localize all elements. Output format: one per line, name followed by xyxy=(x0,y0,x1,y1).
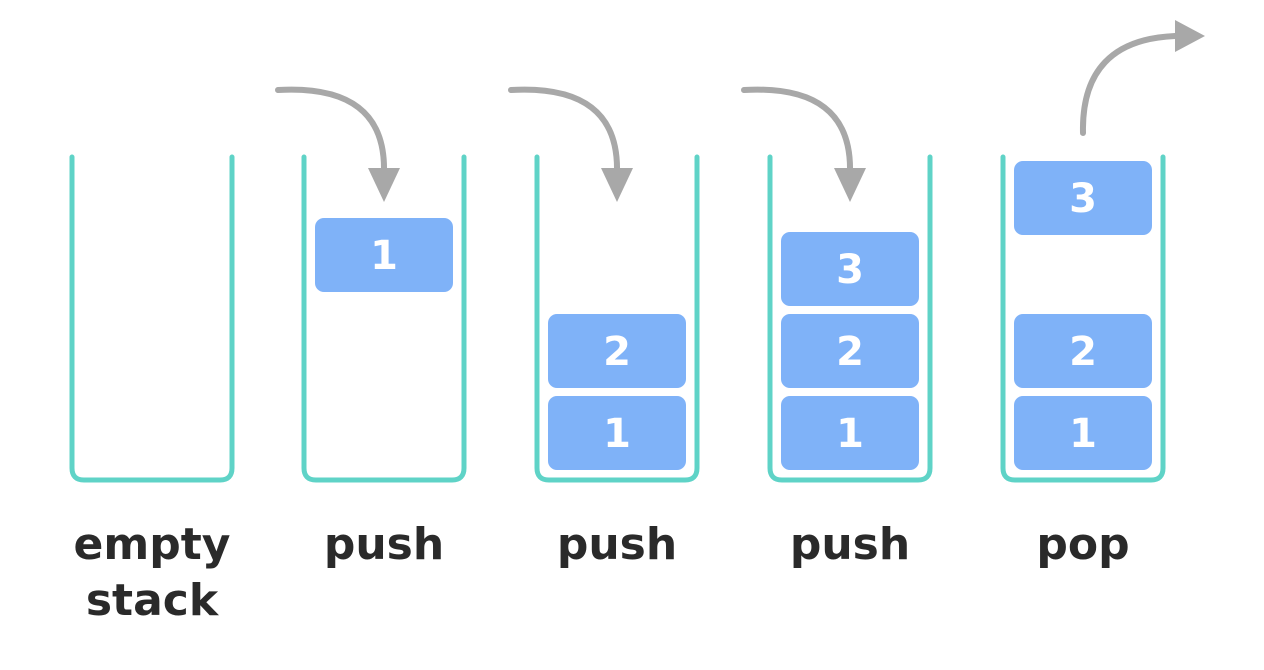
stack-block-box xyxy=(781,314,919,388)
stack-block: 2 xyxy=(781,314,919,388)
stack-block-value: 1 xyxy=(370,233,398,279)
stack-stage: 3 2 1 pop xyxy=(1000,20,1205,570)
operation-label: push xyxy=(324,519,444,570)
stack-block-box xyxy=(548,396,686,470)
stack-container xyxy=(69,154,235,483)
stack-block-box xyxy=(315,218,453,292)
push-arrow xyxy=(741,86,854,175)
pop-arrowhead-icon xyxy=(1175,20,1205,52)
stack-block: 1 xyxy=(1014,396,1152,470)
stack-stage: 1 push xyxy=(275,86,467,570)
stack-block: 3 xyxy=(1014,161,1152,235)
stack-stage: 3 2 1 push xyxy=(741,86,933,570)
stack-block-value: 2 xyxy=(1069,329,1097,375)
push-arrowhead-icon xyxy=(834,168,866,202)
stack-block-box xyxy=(781,396,919,470)
stack-block-box xyxy=(781,232,919,306)
push-arrow xyxy=(275,86,388,175)
stack-block: 2 xyxy=(1014,314,1152,388)
stack-block: 1 xyxy=(315,218,453,292)
stack-container xyxy=(1000,154,1166,483)
stack-block-box xyxy=(1014,396,1152,470)
push-arrowhead-icon xyxy=(601,168,633,202)
operation-label: push xyxy=(557,519,677,570)
stack-block-value: 3 xyxy=(1069,176,1097,222)
stack-container xyxy=(534,154,700,483)
stack-block: 1 xyxy=(781,396,919,470)
stack-block: 2 xyxy=(548,314,686,388)
stack-block-box xyxy=(1014,161,1152,235)
pop-arrow xyxy=(1079,33,1178,136)
operation-label: stack xyxy=(86,575,220,626)
stack-block: 1 xyxy=(548,396,686,470)
stack-block-value: 2 xyxy=(836,329,864,375)
stack-block-value: 3 xyxy=(836,247,864,293)
stack-container xyxy=(767,154,933,483)
operation-label: push xyxy=(790,519,910,570)
stack-block: 3 xyxy=(781,232,919,306)
push-arrow xyxy=(508,86,621,175)
stack-block-value: 1 xyxy=(836,411,864,457)
stack-container xyxy=(301,154,467,483)
stack-block-box xyxy=(1014,314,1152,388)
stack-block-box xyxy=(548,314,686,388)
stack-block-value: 1 xyxy=(603,411,631,457)
stack-block-value: 2 xyxy=(603,329,631,375)
stack-stage: 2 1 push xyxy=(508,86,700,570)
push-arrowhead-icon xyxy=(368,168,400,202)
operation-label: pop xyxy=(1036,519,1129,570)
stack-block-value: 1 xyxy=(1069,411,1097,457)
operation-label: empty xyxy=(74,519,231,570)
